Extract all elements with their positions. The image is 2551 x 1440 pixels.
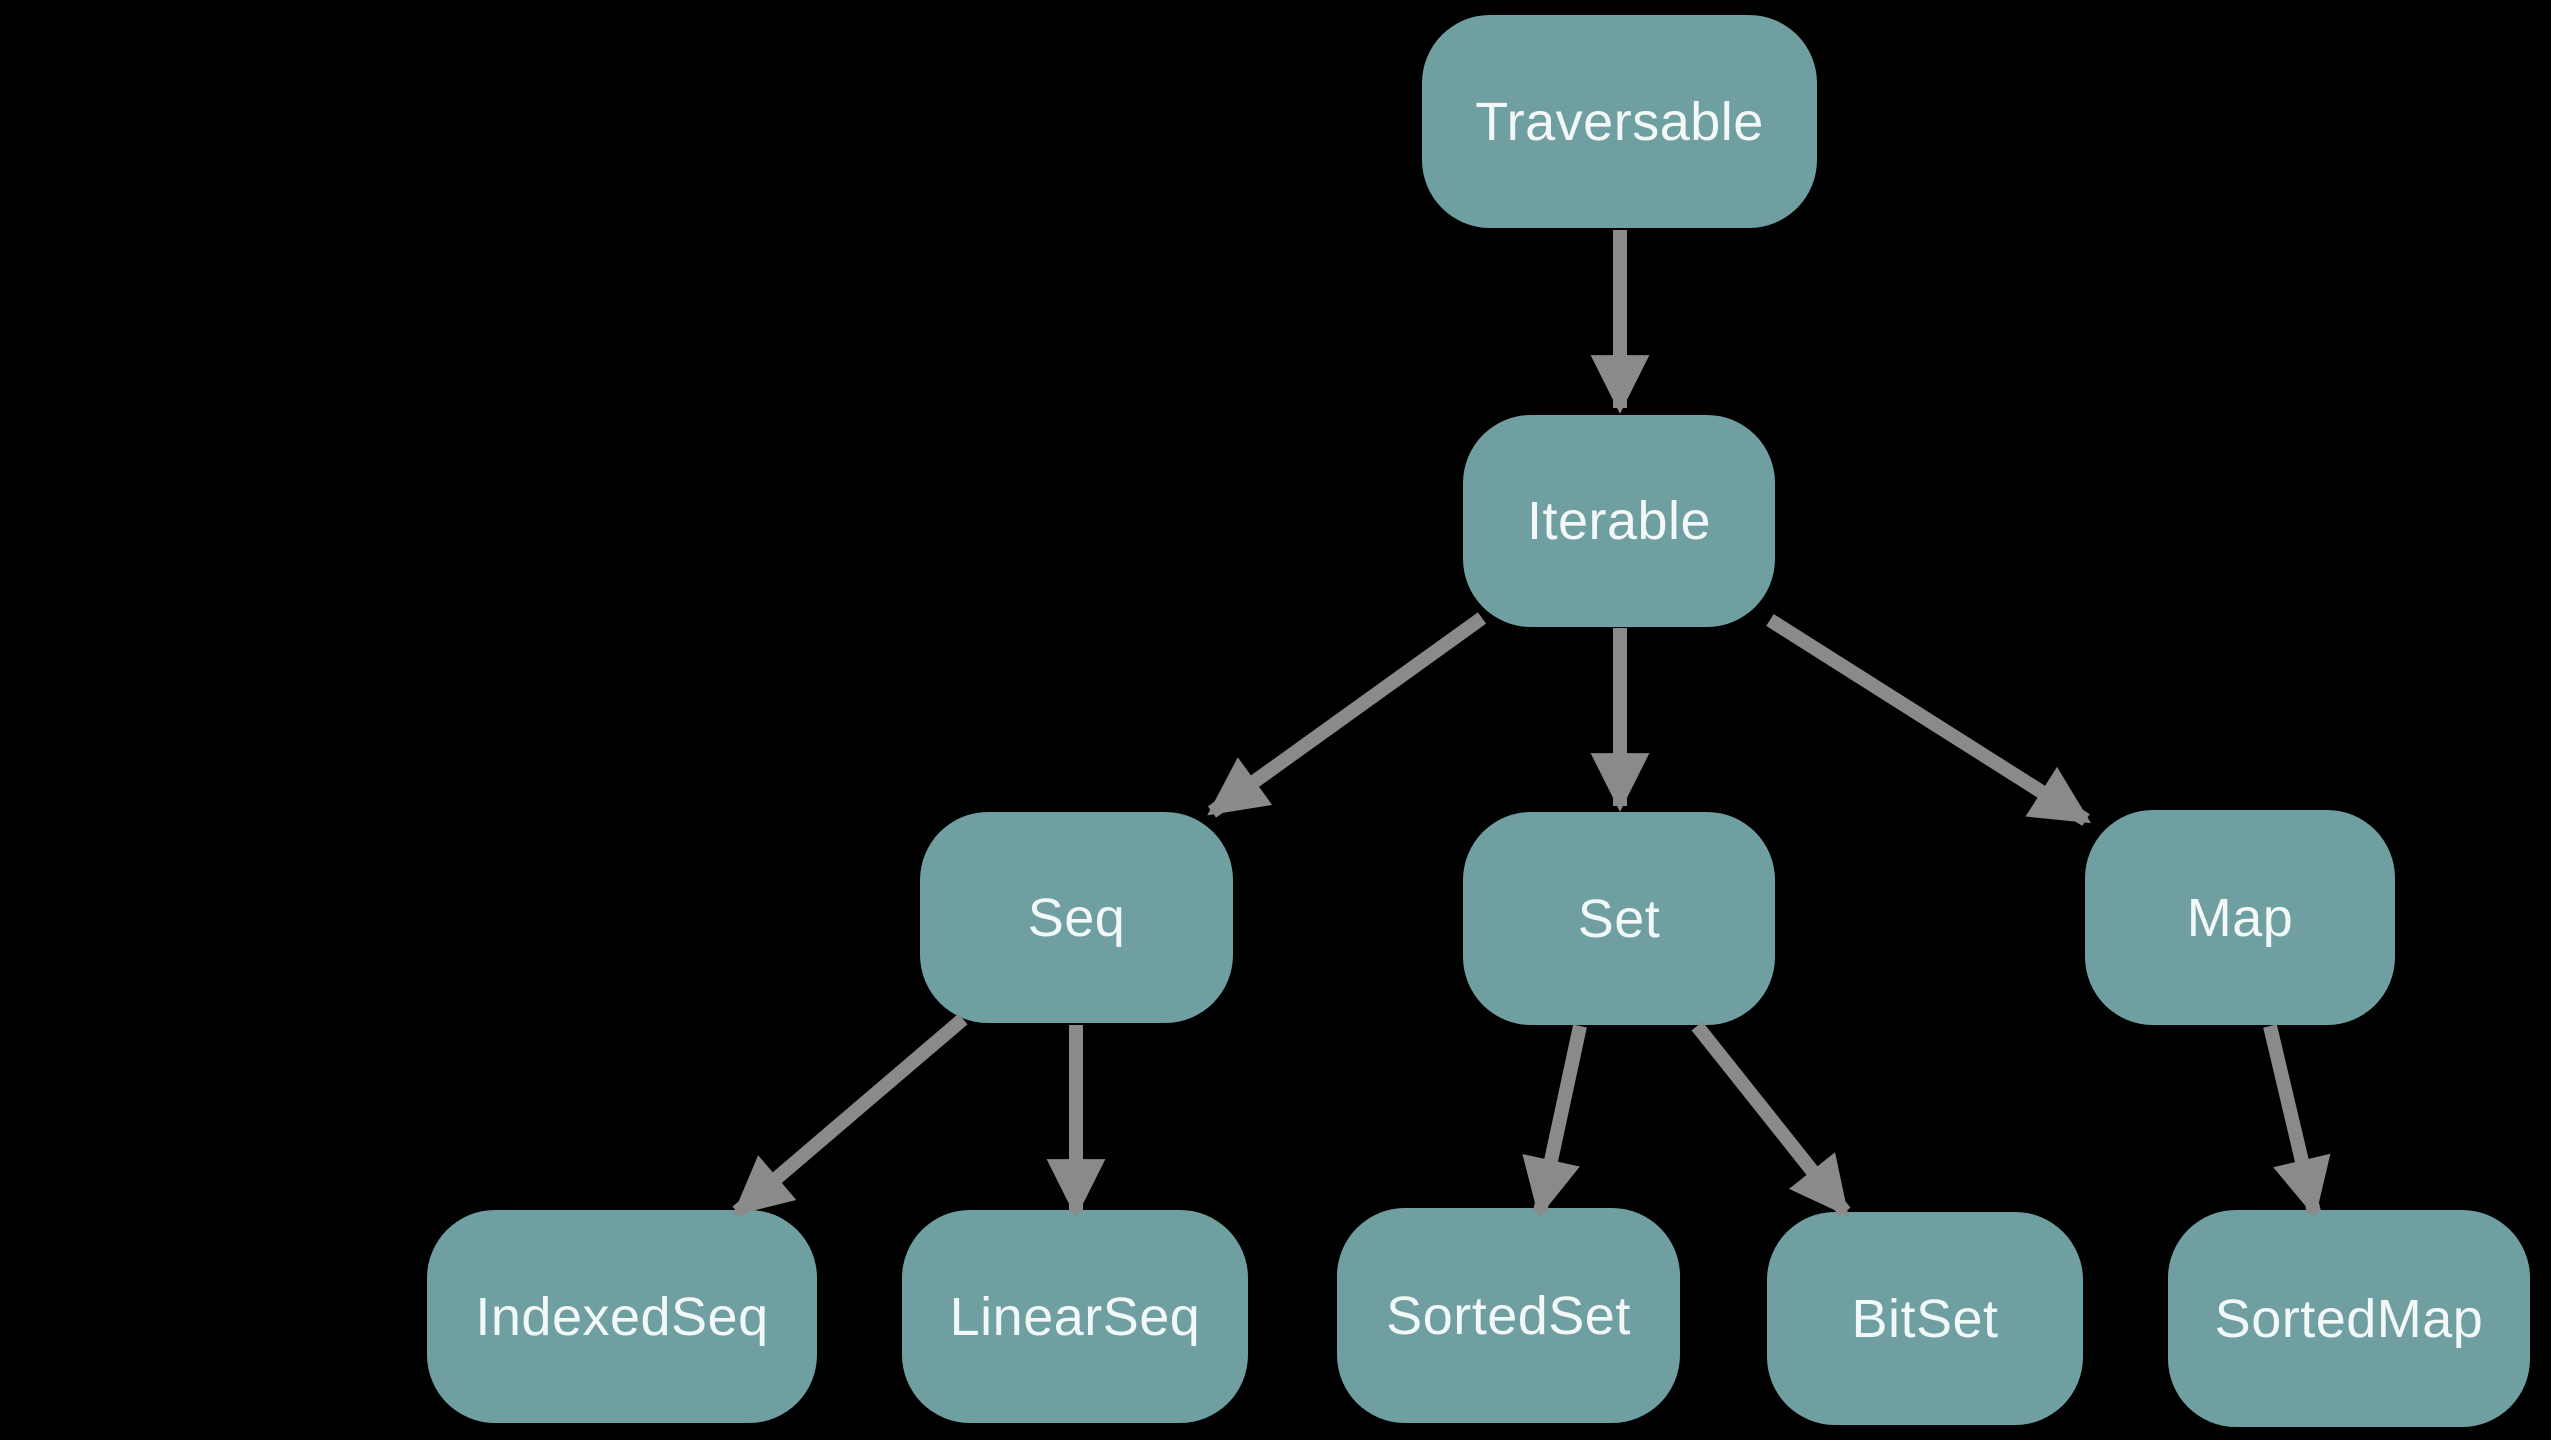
node-label-bitset: BitSet — [1851, 1288, 1999, 1349]
node-label-seq: Seq — [1027, 887, 1126, 948]
node-label-linearseq: LinearSeq — [949, 1286, 1201, 1347]
node-label-traversable: Traversable — [1475, 91, 1764, 152]
diagram-node-sortedmap: SortedMap — [2168, 1210, 2530, 1427]
node-label-iterable: Iterable — [1526, 491, 1712, 551]
diagram-node-seq: Seq — [920, 812, 1233, 1023]
diagram-node-iterable: Iterable — [1463, 415, 1775, 627]
diagram-node-map: Map — [2085, 810, 2395, 1025]
node-label-sortedset: SortedSet — [1386, 1285, 1631, 1346]
node-label-map: Map — [2186, 887, 2294, 948]
diagram-node-traversable: Traversable — [1422, 15, 1817, 228]
diagram-node-linearseq: LinearSeq — [902, 1210, 1248, 1423]
diagram-node-bitset: BitSet — [1767, 1212, 2083, 1425]
node-label-indexedseq: IndexedSeq — [475, 1286, 769, 1347]
node-label-sortedmap: SortedMap — [2214, 1288, 2484, 1349]
diagram-node-indexedseq: IndexedSeq — [427, 1210, 817, 1423]
node-label-set: Set — [1577, 888, 1661, 949]
diagram-node-sortedset: SortedSet — [1337, 1208, 1680, 1423]
diagram-node-set: Set — [1463, 812, 1775, 1025]
